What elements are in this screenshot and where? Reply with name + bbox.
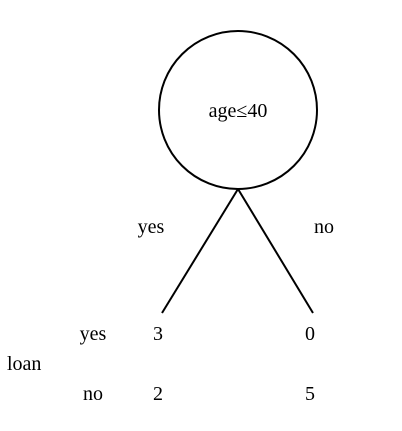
row-label-no: no [83, 383, 103, 405]
cell-yes-left: 3 [153, 323, 163, 345]
right-branch-line [237, 188, 314, 314]
right-branch-label: no [314, 216, 334, 238]
row-group-label: loan [7, 353, 41, 375]
cell-no-left: 2 [153, 383, 163, 405]
row-label-yes: yes [80, 323, 107, 345]
cell-no-right: 5 [305, 383, 315, 405]
left-branch-label: yes [138, 216, 165, 238]
cell-yes-right: 0 [305, 323, 315, 345]
root-node-label: age≤40 [209, 100, 268, 122]
left-branch-line [161, 188, 239, 314]
